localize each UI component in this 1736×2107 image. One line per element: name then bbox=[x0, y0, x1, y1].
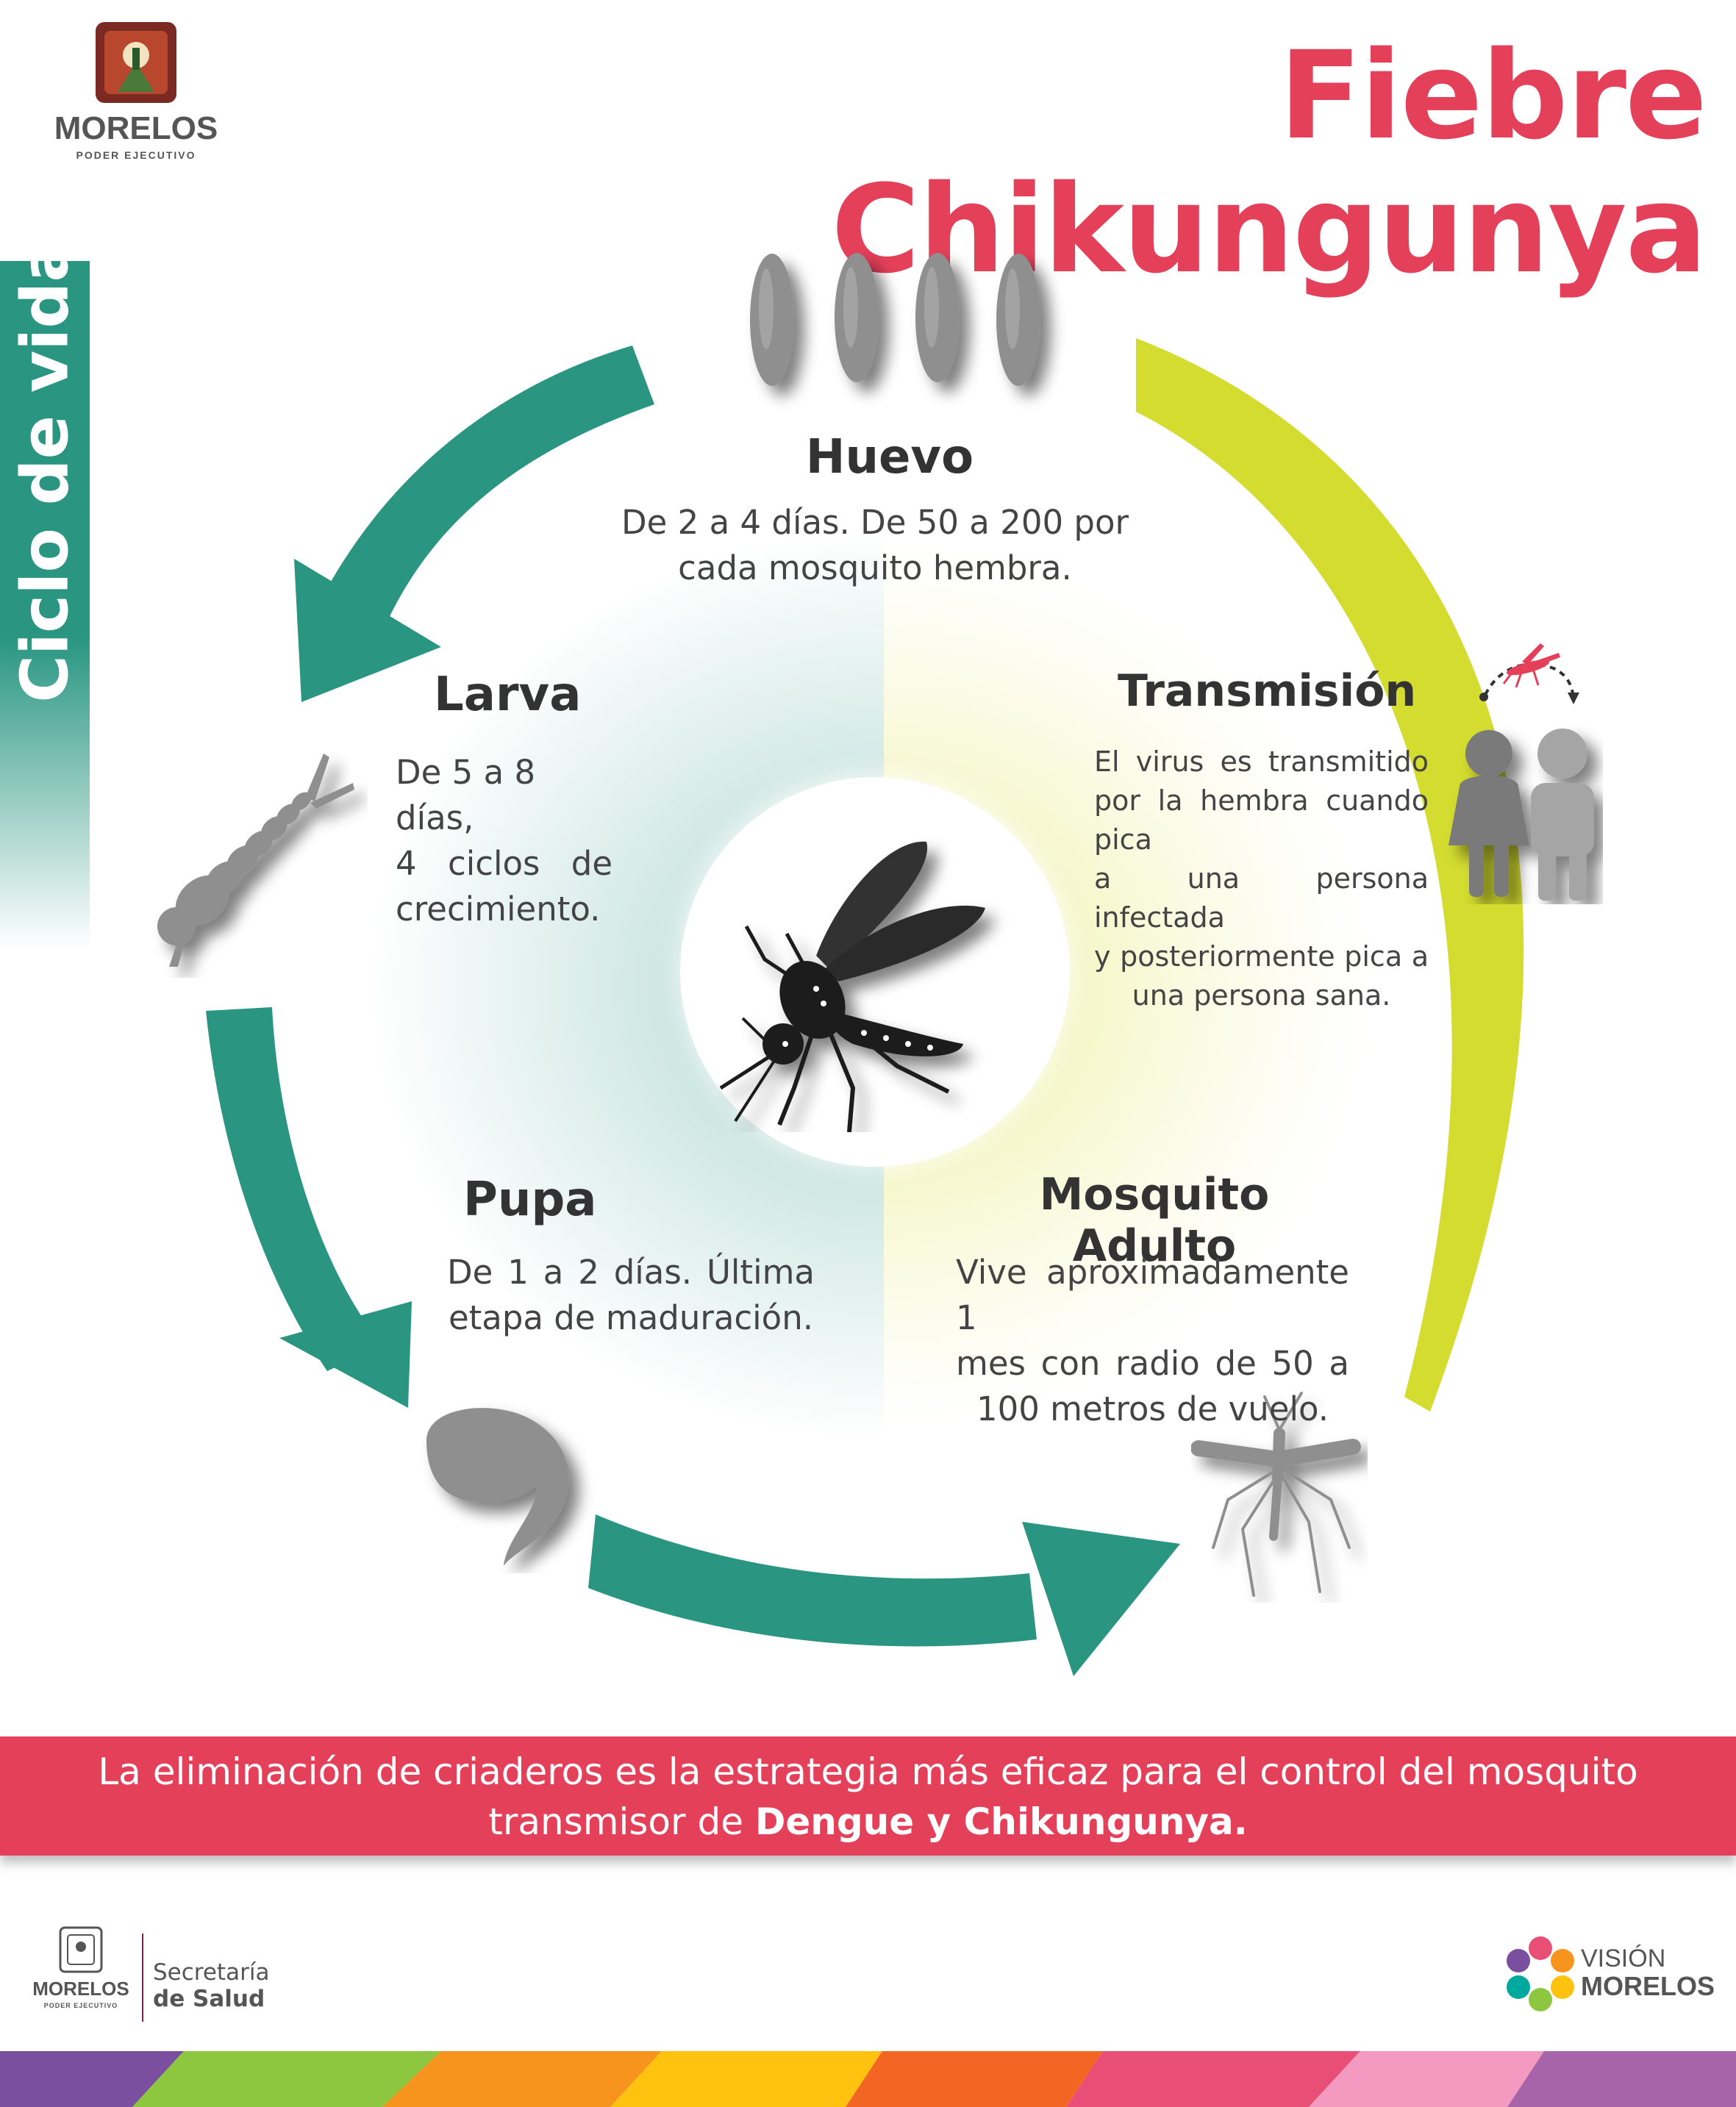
banner-line-2: transmisor de Dengue y Chikungunya. bbox=[488, 1800, 1248, 1843]
stage-larva-title: Larva bbox=[434, 668, 582, 722]
coat-of-arms-icon bbox=[59, 1926, 103, 1973]
prevention-banner: La eliminación de criaderos es la estrat… bbox=[0, 1736, 1736, 1856]
flying-mosquito-icon bbox=[1479, 643, 1579, 704]
arrow-huevo-larva bbox=[294, 346, 654, 702]
stage-pupa-title: Pupa bbox=[463, 1173, 597, 1227]
larva-icon bbox=[157, 754, 354, 967]
sidebar bbox=[0, 261, 90, 948]
stage-adulto-title: Mosquito Adulto bbox=[1039, 1169, 1270, 1272]
central-mosquito-icon bbox=[719, 841, 985, 1132]
coat-of-arms-icon bbox=[96, 22, 176, 103]
footer-logo-subtitle: PODER EJECUTIVO bbox=[43, 2002, 118, 2009]
footer-vision-text: VISIÓN MORELOS bbox=[1581, 1945, 1715, 2001]
vision-morelos-icon bbox=[1507, 1936, 1574, 2011]
page-title: Fiebre Chikungunya bbox=[831, 25, 1707, 300]
lime-arc bbox=[1136, 338, 1524, 1412]
stage-transmision-title: Transmisión bbox=[1118, 665, 1417, 717]
footer-divider bbox=[142, 1933, 143, 2022]
banner-line-1: La eliminación de criaderos es la estrat… bbox=[98, 1750, 1638, 1793]
logo-name: MORELOS bbox=[54, 110, 218, 146]
egg-icon bbox=[750, 253, 1040, 386]
bottom-color-strip bbox=[0, 2051, 1736, 2107]
footer-logo-name: MORELOS bbox=[32, 1978, 129, 2000]
stage-larva-desc: De 5 a 8 días, 4 ciclos de crecimiento. bbox=[396, 753, 612, 929]
arrow-larva-pupa bbox=[206, 1007, 412, 1408]
adult-mosquito-icon bbox=[1191, 1392, 1361, 1597]
stage-adulto-desc: Vive aproximadamente 1 mes con radio de … bbox=[956, 1253, 1349, 1428]
footer-secretaria: Secretaría de Salud bbox=[153, 1959, 270, 2012]
stage-pupa-desc: De 1 a 2 días. Última etapa de maduració… bbox=[447, 1253, 815, 1337]
pupa-icon bbox=[426, 1408, 569, 1566]
logo-subtitle: PODER EJECUTIVO bbox=[76, 149, 196, 161]
stage-huevo-title: Huevo bbox=[805, 430, 974, 484]
stage-transmision-desc: El virus es transmitido por la hembra cu… bbox=[1094, 745, 1429, 1012]
arrow-pupa-adulto bbox=[588, 1514, 1180, 1676]
center-circle bbox=[680, 777, 1070, 1167]
people-icon bbox=[1449, 729, 1594, 901]
